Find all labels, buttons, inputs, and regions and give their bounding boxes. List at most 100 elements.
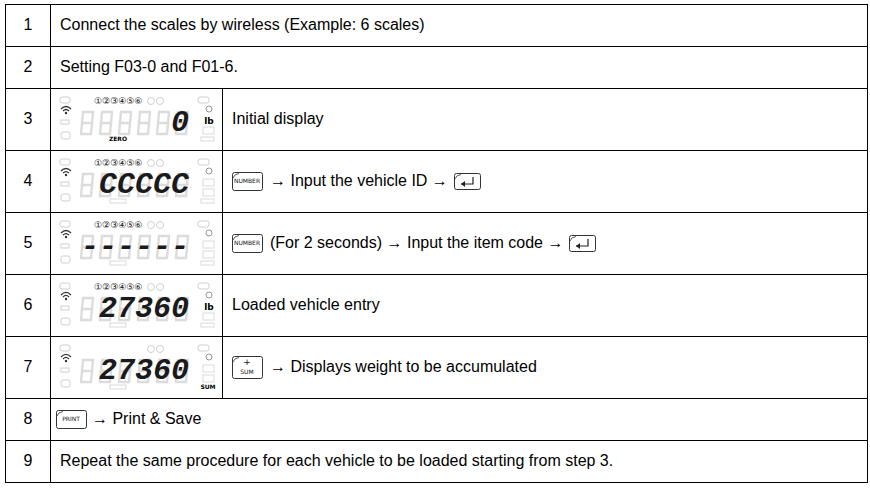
lcd-sum-faint	[201, 323, 214, 327]
lcd-icon	[61, 256, 70, 263]
lcd-segment	[81, 185, 82, 196]
lcd-segment	[121, 111, 131, 113]
step-text: Setting F03-0 and F01-6.	[60, 58, 238, 76]
step-number: 1	[24, 16, 33, 34]
lcd-segment	[81, 309, 82, 320]
unit-indicator: lb	[204, 117, 214, 126]
lcd-segment	[138, 123, 139, 134]
column-line	[222, 88, 223, 398]
position-indicator: ①②③④⑤⑥	[94, 283, 142, 292]
step-text: Repeat the same procedure for each vehic…	[60, 452, 613, 470]
lcd-segment	[102, 111, 112, 113]
wifi-icon	[65, 360, 67, 362]
wifi-icon	[63, 172, 69, 174]
table-grid	[5, 4, 868, 483]
key-label: NUMBER	[234, 178, 260, 184]
lcd-segment	[148, 123, 149, 134]
display-value: ------	[81, 232, 189, 262]
lcd-icon	[60, 345, 70, 351]
lcd-icon	[198, 221, 209, 227]
lcd-segment	[157, 123, 158, 134]
column-line	[50, 4, 51, 483]
lcd-segment	[138, 133, 148, 135]
lcd-segment	[81, 371, 82, 382]
lcd-sum-faint	[201, 137, 214, 141]
enter-arrowhead	[576, 243, 580, 249]
lcd-segment	[83, 111, 93, 113]
lcd-icon	[198, 345, 209, 351]
wifi-icon	[61, 107, 71, 110]
key-outline	[57, 411, 87, 429]
lcd-segment	[158, 112, 159, 123]
key-outline	[233, 235, 263, 253]
lcd-segment	[91, 371, 92, 382]
lcd-indicator	[206, 230, 212, 236]
step-number: 5	[24, 234, 33, 252]
row-line	[5, 440, 868, 441]
wifi-icon	[63, 234, 69, 236]
step-text: → Print & Save	[92, 410, 201, 428]
lcd-segment	[158, 122, 168, 124]
lcd-icon	[198, 159, 209, 165]
lcd-unit-faint	[203, 127, 214, 134]
lcd-segment	[81, 195, 91, 197]
row-line	[5, 46, 868, 47]
lcd-sum-faint	[201, 261, 214, 265]
wifi-icon	[61, 231, 71, 234]
zero-indicator: ZERO	[109, 136, 127, 142]
key-outline	[233, 357, 263, 379]
lcd-segment	[100, 133, 110, 135]
wifi-icon	[63, 110, 69, 112]
lcd-segment	[82, 370, 92, 372]
lcd-segment	[139, 112, 140, 123]
lcd-icon	[61, 244, 69, 248]
display-value: CCCCC	[99, 170, 189, 200]
wifi-icon	[61, 293, 71, 296]
lcd-segment	[168, 112, 169, 123]
step-text: → Input the vehicle ID →	[270, 172, 448, 190]
lcd-segment	[129, 123, 130, 134]
lcd-segment	[83, 297, 93, 299]
lcd-sum-faint	[201, 199, 214, 203]
lcd-indicator	[157, 284, 164, 291]
lcd-segment	[101, 122, 111, 124]
step-text: Loaded vehicle entry	[232, 296, 380, 314]
position-indicator: ①②③④⑤⑥	[94, 159, 142, 168]
lcd-segment	[139, 122, 149, 124]
row-line	[5, 88, 868, 89]
table-border	[6, 5, 868, 483]
lcd-indicator	[148, 284, 155, 291]
step-number: 7	[24, 358, 33, 376]
enter-arrowhead	[461, 181, 465, 187]
lcd-segment	[83, 173, 93, 175]
step-number: 6	[24, 296, 33, 314]
lcd-segment	[82, 112, 83, 123]
wifi-icon	[65, 236, 67, 238]
lcd-indicator	[157, 98, 164, 105]
lcd-unit-faint	[203, 251, 214, 258]
lcd-icon	[60, 159, 70, 165]
wifi-icon	[63, 296, 69, 298]
lcd-indicator	[206, 292, 212, 298]
row-line	[5, 150, 868, 151]
lcd-segment	[81, 319, 91, 321]
step-number: 9	[24, 452, 33, 470]
lcd-icon	[198, 97, 209, 103]
lcd-segment	[119, 133, 129, 135]
lcd-segment	[167, 123, 168, 134]
lcd-segment	[82, 122, 92, 124]
key-label: NUMBER	[234, 240, 260, 246]
lcd-icon	[198, 283, 209, 289]
key-outline	[455, 174, 481, 190]
lcd-segment	[119, 123, 120, 134]
lcd-indicator	[148, 98, 155, 105]
lcd-icon	[61, 368, 69, 372]
wifi-icon	[65, 174, 67, 176]
key-label: SUM	[240, 369, 253, 375]
lcd-segment	[81, 123, 82, 134]
lcd-icon	[61, 132, 70, 139]
lcd-segment	[92, 174, 93, 185]
lcd-icon	[61, 120, 69, 124]
lcd-segment	[92, 298, 93, 309]
